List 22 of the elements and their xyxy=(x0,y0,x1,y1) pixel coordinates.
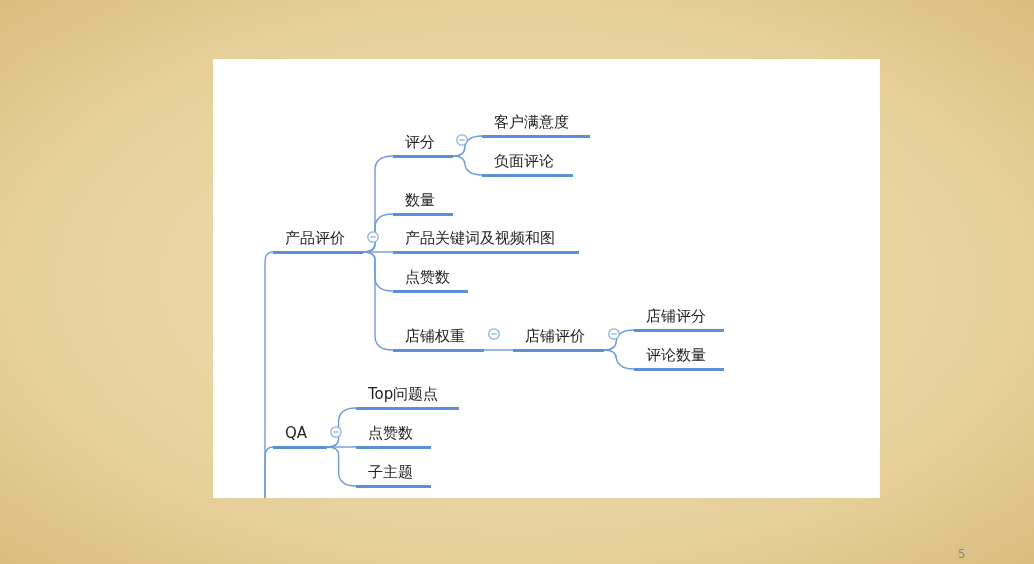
topic-label: 店铺评价 xyxy=(513,324,604,352)
topic-label: 子主题 xyxy=(356,460,431,488)
topic-label: 点赞数 xyxy=(393,265,468,293)
topic-label: 客户满意度 xyxy=(482,110,590,138)
topic-label: 评分 xyxy=(393,130,453,158)
topic-label: QA xyxy=(273,421,327,449)
topic-label: 店铺权重 xyxy=(393,324,484,352)
connector-line xyxy=(264,446,274,499)
topic-label: 数量 xyxy=(393,188,453,216)
topic-label: 评论数量 xyxy=(634,343,724,371)
connector-line xyxy=(326,446,357,487)
topic-label: 负面评论 xyxy=(482,149,573,177)
topic-label: 点赞数 xyxy=(356,421,431,449)
topic-label: 店铺评分 xyxy=(634,304,724,332)
page-number: 5 xyxy=(958,547,966,561)
connector-line xyxy=(603,349,635,370)
topic-label: Top问题点 xyxy=(356,382,459,410)
topic-label: 产品关键词及视频和图 xyxy=(393,226,579,254)
connector-line xyxy=(452,155,483,176)
connector-line xyxy=(483,349,514,351)
topic-label: 产品评价 xyxy=(273,226,363,254)
connector-line xyxy=(362,251,394,351)
